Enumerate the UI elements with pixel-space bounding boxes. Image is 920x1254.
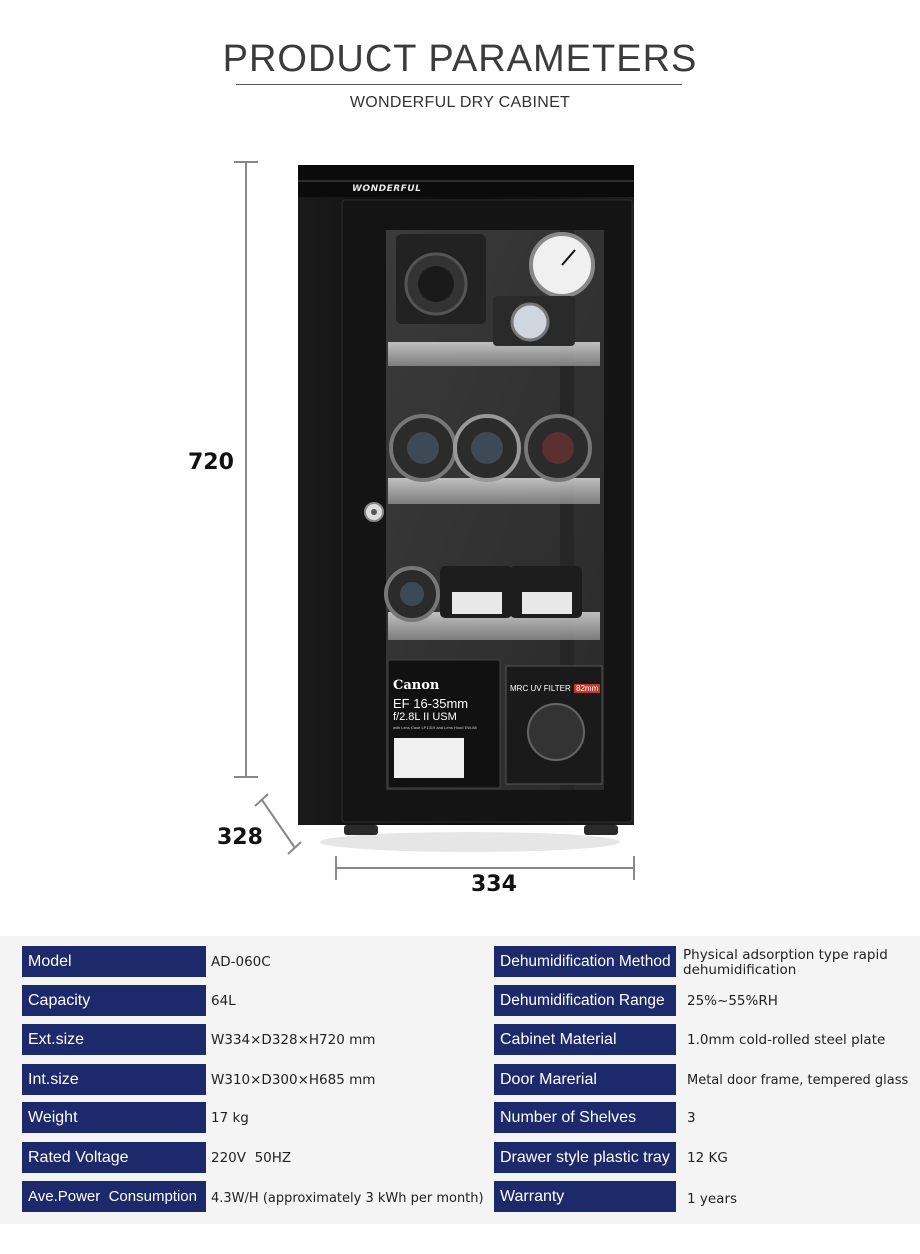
height-dimension-label: 720 [188, 450, 234, 475]
spec-label-number-of-shelves: Number of Shelves [494, 1102, 676, 1133]
spec-value-int-size: W310×D300×H685 mm [211, 1072, 376, 1088]
spec-label-rated-voltage: Rated Voltage [22, 1142, 206, 1173]
spec-value-dehumidification-range: 25%~55%RH [687, 993, 778, 1009]
spec-value-plastic-tray: 12 KG [687, 1150, 728, 1166]
spec-value-power-consumption: 4.3W/H (approximately 3 kWh per month) [211, 1191, 484, 1206]
page-subtitle: WONDERFUL DRY CABINET [349, 94, 571, 111]
specs-panel: Model AD-060C Capacity 64L Ext.size W334… [0, 936, 920, 1224]
lens-box-small-print: with Lens Case LP1319 and Lens Hood EW-8… [393, 725, 477, 730]
filter-label: MRC UV FILTER [510, 684, 571, 693]
spec-label-warranty: Warranty [494, 1181, 676, 1212]
lens-box-model: EF 16-35mm [393, 696, 469, 711]
lens-box-spec: f/2.8L II USM [393, 711, 457, 723]
height-dimension-cap-top [234, 161, 258, 163]
spec-label-model: Model [22, 946, 206, 977]
depth-dimension-label: 328 [217, 825, 263, 850]
spec-label-ext-size: Ext.size [22, 1024, 206, 1055]
title-underline [236, 84, 682, 85]
spec-value-rated-voltage: 220V 50HZ [211, 1150, 292, 1166]
spec-value-weight: 17 kg [211, 1110, 249, 1126]
spec-label-door-material: Door Marerial [494, 1064, 676, 1095]
spec-value-number-of-shelves: 3 [687, 1110, 696, 1126]
width-dimension-label: 334 [471, 872, 517, 897]
spec-value-model: AD-060C [211, 954, 271, 970]
spec-value-ext-size: W334×D328×H720 mm [211, 1032, 376, 1048]
spec-label-power-consumption: Ave.Power Consumption [22, 1181, 206, 1212]
filter-size: 82mm [574, 684, 601, 693]
spec-label-int-size: Int.size [22, 1064, 206, 1095]
height-dimension-line [245, 162, 247, 778]
depth-dimension-line [254, 793, 635, 880]
height-dimension-cap-bottom [234, 776, 258, 778]
spec-label-weight: Weight [22, 1102, 206, 1133]
spec-label-plastic-tray: Drawer style plastic tray [494, 1142, 676, 1173]
dry-cabinet-illustration [298, 165, 634, 852]
spec-label-cabinet-material: Cabinet Material [494, 1024, 676, 1055]
spec-value-capacity: 64L [211, 993, 236, 1009]
spec-value-dehumidification-method: Physical adsorption type rapid dehumidif… [683, 947, 888, 978]
lens-box-brand: Canon [393, 678, 440, 693]
spec-label-capacity: Capacity [22, 985, 206, 1016]
page-title: PRODUCT PARAMETERS [222, 38, 698, 80]
spec-value-cabinet-material: 1.0mm cold-rolled steel plate [687, 1032, 886, 1048]
spec-label-dehumidification-range: Dehumidification Range [494, 985, 676, 1016]
brand-logo: WONDERFUL [352, 184, 422, 194]
spec-value-door-material: Metal door frame, tempered glass [687, 1073, 909, 1088]
spec-label-dehumidification-method: Dehumidification Method [494, 946, 676, 977]
spec-value-warranty: 1 years [687, 1191, 738, 1207]
